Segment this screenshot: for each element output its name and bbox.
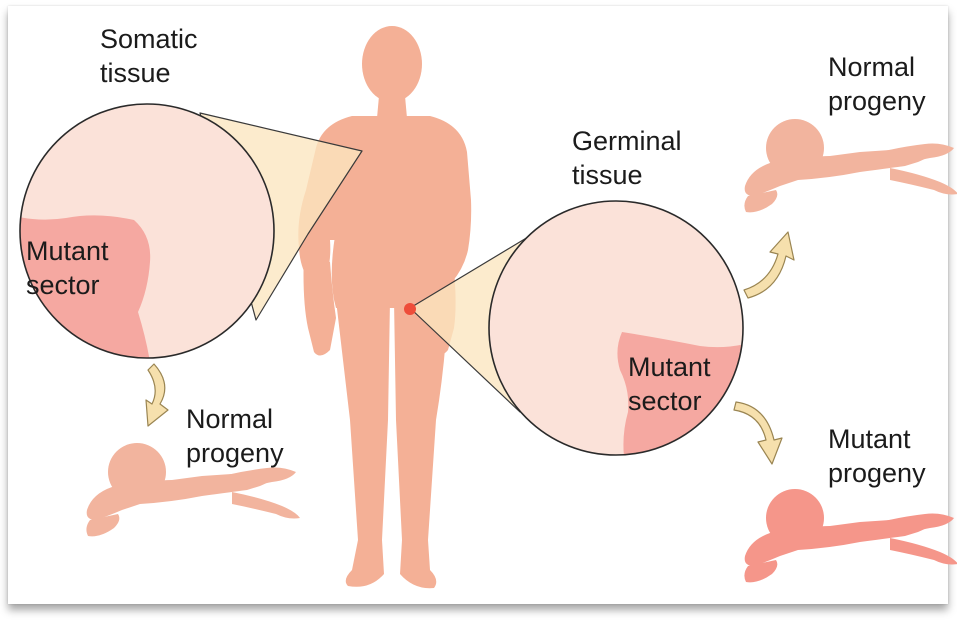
normal-progeny-top-right-label: Normal progeny: [828, 50, 926, 118]
mutant-progeny-baby: [744, 489, 957, 582]
normal-progeny-left-label: Normal progeny: [186, 402, 284, 470]
somatic-tissue-label: Somatic tissue: [100, 22, 198, 90]
germinal-tissue-circle: [489, 201, 760, 470]
germinal-tissue-label: Germinal tissue: [572, 124, 682, 192]
arrow-to-mutant-progeny: [734, 402, 782, 464]
somatic-tissue-circle: [10, 104, 274, 362]
mutation-spot: [404, 303, 416, 315]
mutant-progeny-label: Mutant progeny: [828, 422, 926, 490]
mutant-sector-germinal-label: Mutant sector: [628, 350, 711, 418]
normal-progeny-baby-top-right: [744, 119, 957, 212]
arrow-to-normal-progeny-left: [146, 364, 168, 426]
mutant-sector-somatic-label: Mutant sector: [26, 234, 109, 302]
arrow-to-normal-progeny-right: [744, 232, 794, 298]
